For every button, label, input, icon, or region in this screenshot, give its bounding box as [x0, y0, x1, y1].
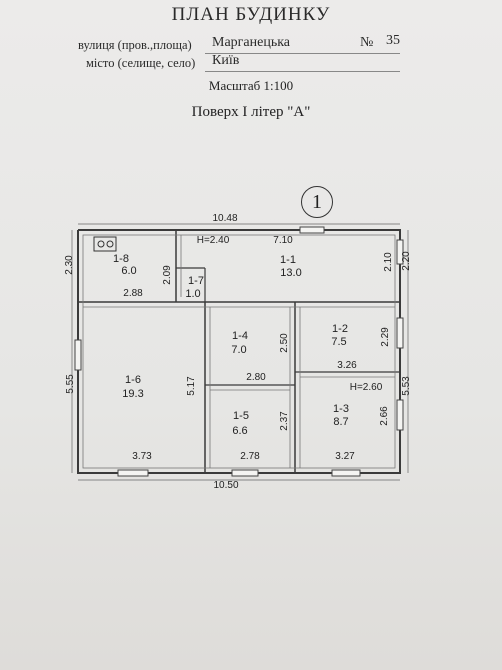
room-1-3-id: 1-3	[333, 403, 349, 415]
dim-1-8-height: 2.09	[162, 265, 173, 285]
street-label: вулиця (пров.,площа)	[78, 38, 192, 52]
window-right-2	[396, 317, 404, 349]
outer-wall	[77, 229, 401, 474]
room-1-7-area: 1.0	[185, 288, 200, 300]
street-underline	[205, 53, 400, 54]
room-1-8-id: 1-8	[113, 253, 129, 265]
room-1-6-area: 19.3	[122, 388, 143, 400]
room-1-5-id: 1-5	[233, 410, 249, 422]
window-bottom-3	[331, 469, 361, 477]
room-1-3-area: 8.7	[333, 416, 348, 428]
window-bottom-2	[231, 469, 259, 477]
dim-height-bottom: Н=2.60	[350, 382, 383, 393]
document-title: ПЛАН БУДИНКУ	[171, 4, 331, 25]
room-1-7-id: 1-7	[188, 275, 204, 287]
dim-right-top: 2.20	[401, 251, 412, 271]
dim-1-6-height: 5.17	[186, 376, 197, 396]
dimension-lines	[71, 223, 409, 481]
dim-1-8-width: 2.88	[123, 288, 143, 299]
window-bottom-1	[117, 469, 149, 477]
room-1-4-id: 1-4	[232, 330, 248, 342]
window-left-1	[74, 339, 82, 371]
room-1-1-area: 13.0	[280, 267, 301, 279]
plan-number-badge: 1	[301, 186, 333, 218]
stove-icon	[93, 236, 117, 252]
window-right-1	[396, 239, 404, 265]
city-label: місто (селище, село)	[86, 56, 196, 70]
room-1-8-area: 6.0	[121, 265, 136, 277]
dim-left-top: 2.30	[64, 255, 75, 275]
dim-bottom-right: 3.27	[335, 451, 355, 462]
floor-label: Поверх I літер "А"	[191, 104, 311, 120]
windows	[74, 226, 404, 477]
dim-1-5-height: 2.37	[279, 411, 290, 431]
city-underline	[205, 71, 400, 72]
dim-1-1-height: 2.10	[383, 252, 394, 272]
room-1-6-id: 1-6	[125, 374, 141, 386]
dim-top-inner: 7.10	[273, 235, 293, 246]
dim-height-top: Н=2.40	[197, 235, 230, 246]
number-label: №	[360, 35, 374, 50]
dim-1-4-height: 2.50	[279, 333, 290, 353]
dim-right-main: 5.53	[401, 376, 412, 396]
dim-1-4-width: 2.80	[246, 372, 266, 383]
dim-1-3-height: 2.66	[379, 406, 390, 426]
dim-bottom-left: 3.73	[132, 451, 152, 462]
number-value: 35	[386, 33, 400, 48]
dim-1-2-height: 2.29	[380, 327, 391, 347]
city-value: Київ	[212, 53, 240, 68]
dim-1-2-width: 3.26	[337, 360, 357, 371]
scale-label: Масштаб 1:100	[208, 78, 294, 93]
room-1-5-area: 6.6	[232, 425, 247, 437]
inner-wall-lines	[82, 234, 396, 469]
dim-bottom-mid: 2.78	[240, 451, 260, 462]
room-1-2-id: 1-2	[332, 323, 348, 335]
dim-left-main: 5.55	[65, 374, 76, 394]
window-right-3	[396, 399, 404, 431]
room-1-1-id: 1-1	[280, 254, 296, 266]
room-1-2-area: 7.5	[331, 336, 346, 348]
window-top-1	[299, 226, 325, 234]
street-value: Марганецька	[212, 35, 291, 50]
dim-bottom-total: 10.50	[213, 480, 238, 491]
dim-top-total: 10.48	[212, 213, 237, 224]
room-1-4-area: 7.0	[231, 344, 246, 356]
